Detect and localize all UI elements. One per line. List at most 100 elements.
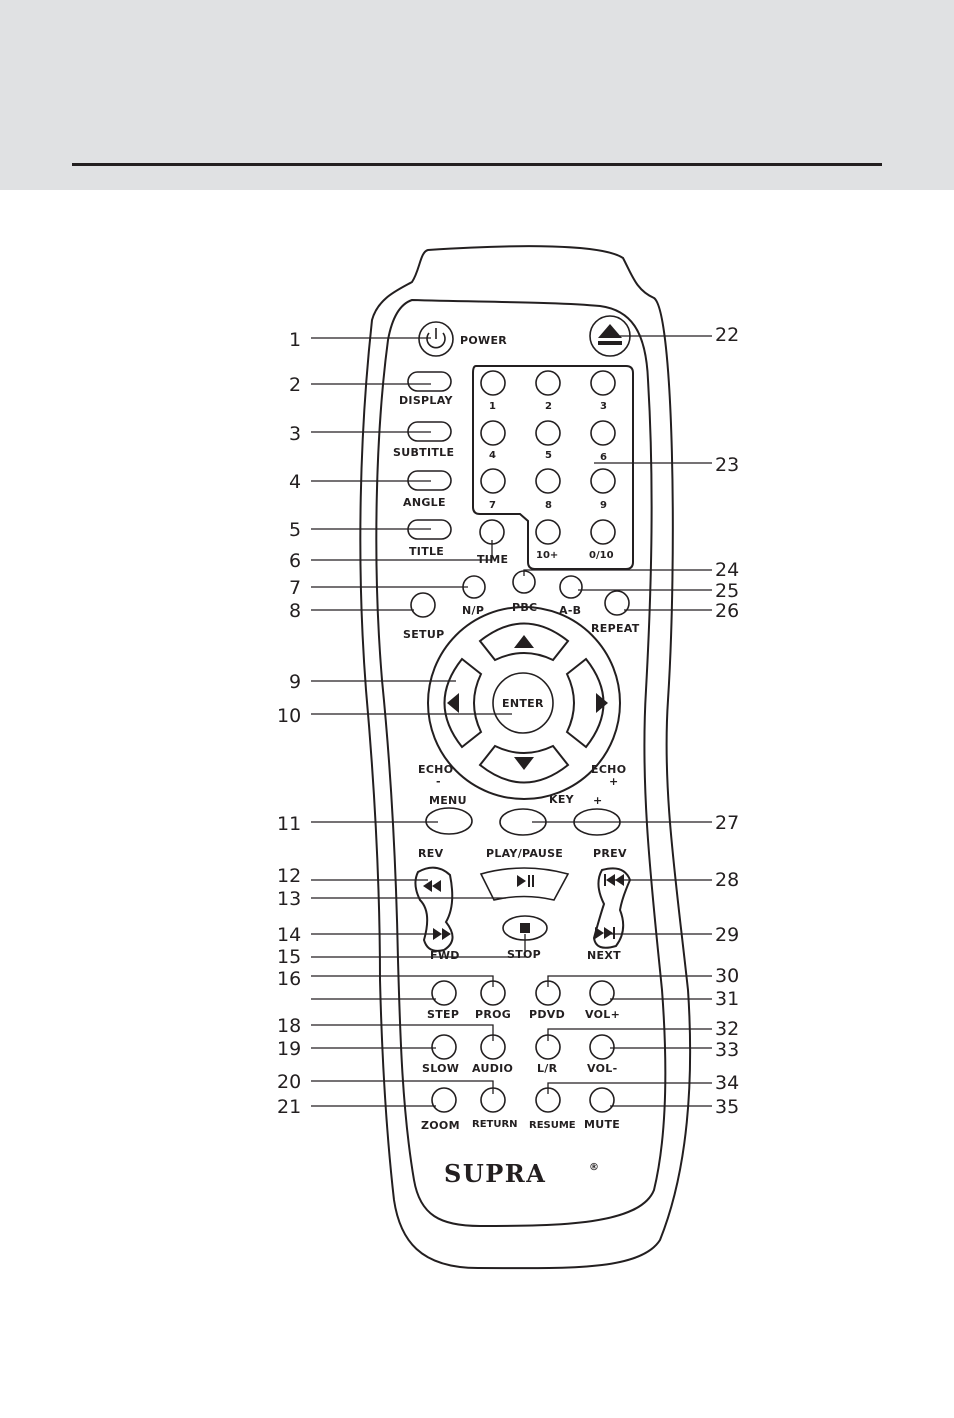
brand-logo: SUPRA: [444, 1159, 546, 1188]
callout-3: 3: [289, 423, 301, 445]
callout-30: 30: [715, 965, 739, 987]
header-rule: [72, 163, 882, 166]
numpad-key-2[interactable]: [535, 370, 561, 396]
triangle-up-icon: [514, 635, 534, 648]
echo-minus-label: ECHO: [418, 763, 453, 776]
nav-up-button[interactable]: [478, 622, 570, 662]
repeat-button[interactable]: [604, 590, 630, 616]
display-label: DISPLAY: [399, 394, 453, 407]
numpad-label-7: 7: [489, 500, 496, 511]
callout-8: 8: [289, 600, 301, 622]
power-label: POWER: [460, 334, 507, 347]
callout-24: 24: [715, 559, 739, 581]
callout-2: 2: [289, 374, 301, 396]
numpad-key-9[interactable]: [590, 468, 616, 494]
numpad-key-5[interactable]: [535, 420, 561, 446]
rev-button[interactable]: [423, 880, 441, 892]
numpad-key-3[interactable]: [590, 370, 616, 396]
np-label: N/P: [462, 604, 484, 617]
callout-14: 14: [277, 924, 301, 946]
callout-10: 10: [277, 705, 301, 727]
numpad-key-10plus[interactable]: [535, 519, 561, 545]
numpad-key-8[interactable]: [535, 468, 561, 494]
registered-mark: ®: [589, 1162, 599, 1173]
step-button[interactable]: [431, 980, 457, 1006]
callout-33: 33: [715, 1039, 739, 1061]
echo-plus-sign: +: [609, 775, 619, 788]
numpad-key-0-10[interactable]: [590, 519, 616, 545]
vol-up-button[interactable]: [589, 980, 615, 1006]
numpad-label-2: 2: [545, 401, 552, 412]
nav-left-button[interactable]: [443, 657, 483, 749]
callout-23: 23: [715, 454, 739, 476]
callout-11: 11: [277, 813, 301, 835]
menu-button[interactable]: [425, 807, 473, 835]
callout-18: 18: [277, 1015, 301, 1037]
pdvd-label: PDVD: [529, 1008, 565, 1021]
nav-ring: [427, 606, 621, 800]
numpad-key-4[interactable]: [480, 420, 506, 446]
numpad-key-7[interactable]: [480, 468, 506, 494]
header-band: [0, 0, 954, 190]
callout-28: 28: [715, 869, 739, 891]
subtitle-label: SUBTITLE: [393, 446, 454, 459]
display-button[interactable]: [407, 371, 452, 392]
numpad-key-6[interactable]: [590, 420, 616, 446]
numpad-label-6: 6: [600, 452, 607, 463]
next-label: NEXT: [587, 949, 621, 962]
eject-icon: [598, 324, 622, 345]
stop-label: STOP: [507, 948, 541, 961]
power-button[interactable]: [418, 321, 454, 357]
callout-27: 27: [715, 812, 739, 834]
rev-label: REV: [418, 847, 444, 860]
triangle-left-icon: [447, 693, 459, 713]
callout-1: 1: [289, 329, 301, 351]
remote-body-inner: [375, 298, 667, 1228]
callout-34: 34: [715, 1072, 739, 1094]
callout-15: 15: [277, 946, 301, 968]
callout-26: 26: [715, 600, 739, 622]
numpad-label-8: 8: [545, 500, 552, 511]
next-button[interactable]: [595, 927, 615, 939]
step-label: STEP: [427, 1008, 459, 1021]
key-label: KEY: [549, 793, 575, 806]
audio-label: AUDIO: [472, 1062, 513, 1075]
vol-up-label: VOL+: [585, 1008, 620, 1021]
callout-35: 35: [715, 1096, 739, 1118]
zoom-button[interactable]: [431, 1087, 457, 1113]
numpad-label-10plus: 10+: [536, 550, 558, 561]
callout-29: 29: [715, 924, 739, 946]
return-label: RETURN: [472, 1119, 518, 1130]
fwd-label: FWD: [430, 949, 460, 962]
slow-label: SLOW: [422, 1062, 459, 1075]
callout-13: 13: [277, 888, 301, 910]
vol-down-button[interactable]: [589, 1034, 615, 1060]
setup-label: SETUP: [403, 628, 444, 641]
key-minus-label: -: [519, 792, 524, 805]
play-pause-button[interactable]: [479, 867, 570, 901]
vol-down-label: VOL-: [587, 1062, 617, 1075]
enter-label: ENTER: [502, 697, 544, 710]
skip-next-icon: [595, 927, 615, 939]
numpad-label-4: 4: [489, 450, 496, 461]
setup-button[interactable]: [410, 592, 436, 618]
play-pause-icon: [517, 875, 534, 887]
slow-button[interactable]: [431, 1034, 457, 1060]
triangle-right-icon: [596, 693, 608, 713]
callout-4: 4: [289, 471, 301, 493]
remote-body-outer: [359, 245, 692, 1270]
numpad-key-1[interactable]: [480, 370, 506, 396]
callout-22: 22: [715, 324, 739, 346]
repeat-label: REPEAT: [591, 622, 640, 635]
leader-lines: [311, 335, 712, 1107]
mute-button[interactable]: [589, 1087, 615, 1113]
nav-down-button[interactable]: [478, 744, 570, 784]
numpad-label-3: 3: [600, 401, 607, 412]
prev-label: PREV: [593, 847, 627, 860]
callout-31: 31: [715, 988, 739, 1010]
numpad-frame: [472, 365, 634, 570]
enter-button[interactable]: [492, 672, 554, 734]
ab-button[interactable]: [559, 575, 583, 599]
nav-right-button[interactable]: [565, 657, 608, 749]
